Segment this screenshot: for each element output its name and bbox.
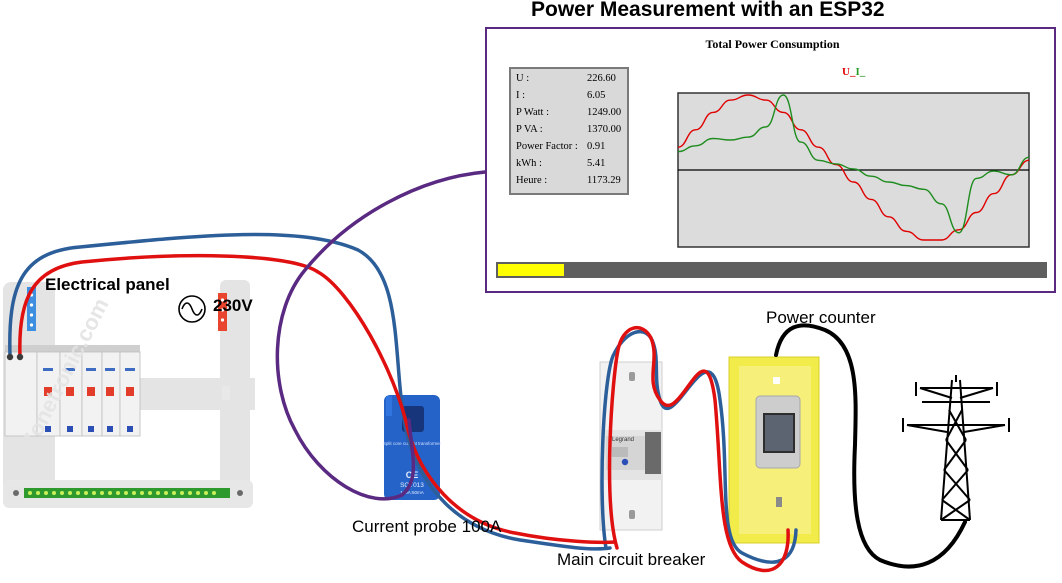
measurement-row: P VA : 1370.00 <box>516 124 624 140</box>
measurement-key: Heure : <box>516 175 548 186</box>
legend-voltage: U_ <box>842 66 856 78</box>
probe-model: SCT013 <box>400 482 424 489</box>
measurement-row: P Watt : 1249.00 <box>516 107 624 123</box>
measurement-value: 1249.00 <box>587 107 622 118</box>
wires <box>8 170 967 573</box>
ac-source-icon <box>178 295 206 323</box>
neutral-wire <box>8 232 798 564</box>
signal-wire <box>275 170 487 501</box>
measurement-key: U : <box>516 73 530 84</box>
measurement-key: Power Factor : <box>516 141 578 152</box>
measurement-key: kWh : <box>516 158 542 169</box>
measurement-value: 6.05 <box>587 90 606 101</box>
measurement-value: 1370.00 <box>587 124 622 135</box>
measurement-box: U : 226.60 I : 6.05 P Watt : 1249.00 P VA :… <box>509 67 629 195</box>
power-counter <box>728 356 820 544</box>
series-layer <box>677 94 1030 241</box>
measurement-key: P VA : <box>516 124 543 135</box>
power-counter-label: Power counter <box>766 308 876 327</box>
measurement-value: 0.91 <box>587 141 606 152</box>
page-title: Power Measurement with an ESP32 <box>531 0 885 21</box>
measurement-key: I : <box>516 90 526 101</box>
chart-legend: U_I_ <box>842 66 865 78</box>
legend-current: I_ <box>855 66 866 78</box>
progress-bar <box>496 262 1047 278</box>
voltage-series-line <box>677 94 1030 241</box>
measurement-row: kWh : 5.41 <box>516 158 624 174</box>
probe-rating: 100A:50mA <box>400 490 424 495</box>
measurement-row: Heure : 1173.29 <box>516 175 624 191</box>
electrical-panel-label: Electrical panel <box>45 275 170 294</box>
monitor-title: Total Power Consumption <box>705 37 840 51</box>
measurement-row: Power Factor : 0.91 <box>516 141 624 157</box>
pylon-icon <box>902 375 1010 521</box>
voltage-label: 230V <box>213 296 253 315</box>
measurement-row: U : 226.60 <box>516 73 624 89</box>
measurement-value: 5.41 <box>587 158 606 169</box>
waveform-chart <box>677 92 1030 248</box>
breaker-brand: Legrand <box>612 437 634 443</box>
current-probe-label: Current probe 100A <box>352 517 502 536</box>
progress-fill <box>498 264 564 276</box>
measurement-value: 226.60 <box>587 73 616 84</box>
current-series-line <box>677 94 1030 234</box>
measurement-value: 1173.29 <box>587 175 621 186</box>
earth-wire <box>774 323 967 569</box>
measurement-row: I : 6.05 <box>516 90 624 106</box>
monitor-panel: Total Power Consumption U : 226.60 I : 6.0… <box>485 27 1056 293</box>
live-wire <box>18 254 790 573</box>
terminal-dots <box>28 491 216 495</box>
main-breaker-label: Main circuit breaker <box>557 550 706 569</box>
measurement-key: P Watt : <box>516 107 549 118</box>
